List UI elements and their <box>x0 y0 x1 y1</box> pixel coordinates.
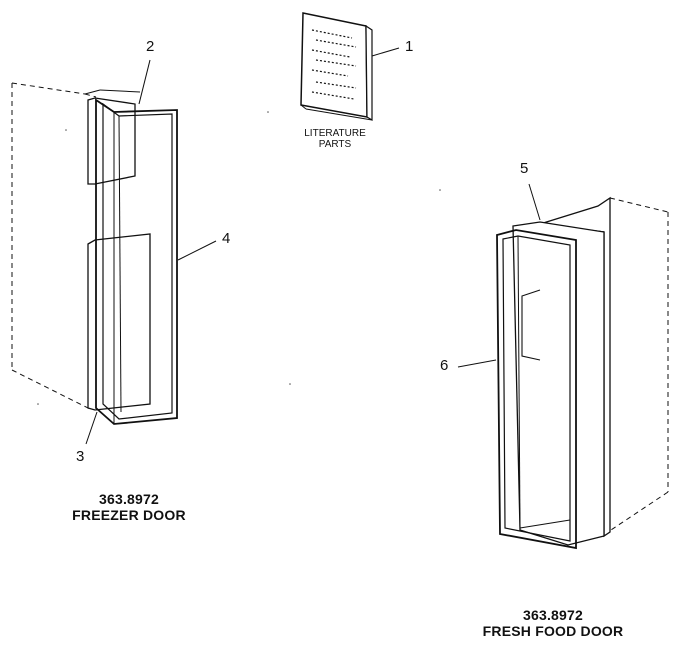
leader-line-5 <box>528 183 541 221</box>
callout-1: 1 <box>405 38 414 55</box>
leader-line-4 <box>177 240 217 261</box>
fresh-food-model-number: 363.8972 <box>523 607 583 623</box>
callout-2: 2 <box>146 38 155 55</box>
freezer-door-assembly <box>11 82 178 425</box>
leader-line-2 <box>138 59 151 105</box>
literature-label-line-2: PARTS <box>318 139 352 150</box>
freezer-model-number: 363.8972 <box>99 491 159 507</box>
callout-5: 5 <box>520 160 529 177</box>
leader-line-3 <box>85 411 98 445</box>
literature-label-line-1: LITERATURE <box>304 128 366 139</box>
leader-line-6 <box>457 359 497 368</box>
freezer-door-caption: 363.8972 FREEZER DOOR <box>44 491 214 523</box>
literature-booklet <box>300 12 373 122</box>
callout-6: 6 <box>440 357 449 374</box>
fresh-food-door-assembly <box>496 196 669 550</box>
callout-4: 4 <box>222 230 231 247</box>
literature-label: LITERATURE PARTS <box>290 128 380 150</box>
fresh-food-door-caption: 363.8972 FRESH FOOD DOOR <box>458 607 648 639</box>
freezer-door-name: FREEZER DOOR <box>72 507 186 523</box>
leader-line-1 <box>371 47 400 57</box>
scan-specks <box>37 111 441 405</box>
fresh-food-door-name: FRESH FOOD DOOR <box>482 623 624 639</box>
callout-3: 3 <box>76 448 85 465</box>
